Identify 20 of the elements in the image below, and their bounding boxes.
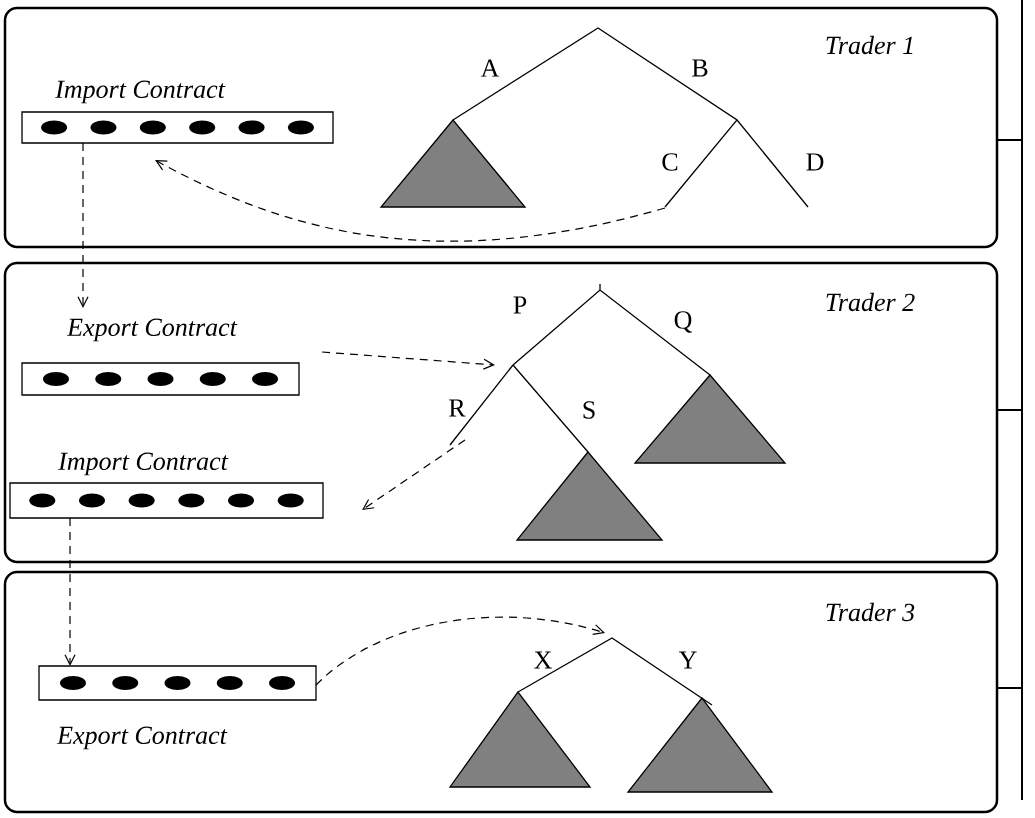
branch-letter: A [480,59,500,77]
branch-letter: S [583,401,595,419]
contract-heading: Export Contract [66,318,238,342]
arrow [64,517,76,666]
arrow [77,142,89,308]
branch-letter: D [806,153,824,171]
arrow [362,439,466,510]
arrow [321,351,495,370]
branch-letter: C [662,153,678,171]
contract-heading: Export Contract [56,726,228,750]
branch-letter: P [513,296,527,314]
contract-heading: Import Contract [58,452,229,476]
contract-heading: Import Contract [55,80,226,104]
branch-letter: B [692,59,708,77]
branch-letter: Y [678,651,697,669]
branch-letter: R [449,399,466,417]
branch-letter: Q [674,311,692,333]
arrow [155,160,666,242]
branch-letter: X [534,651,552,669]
arrow [315,616,605,686]
